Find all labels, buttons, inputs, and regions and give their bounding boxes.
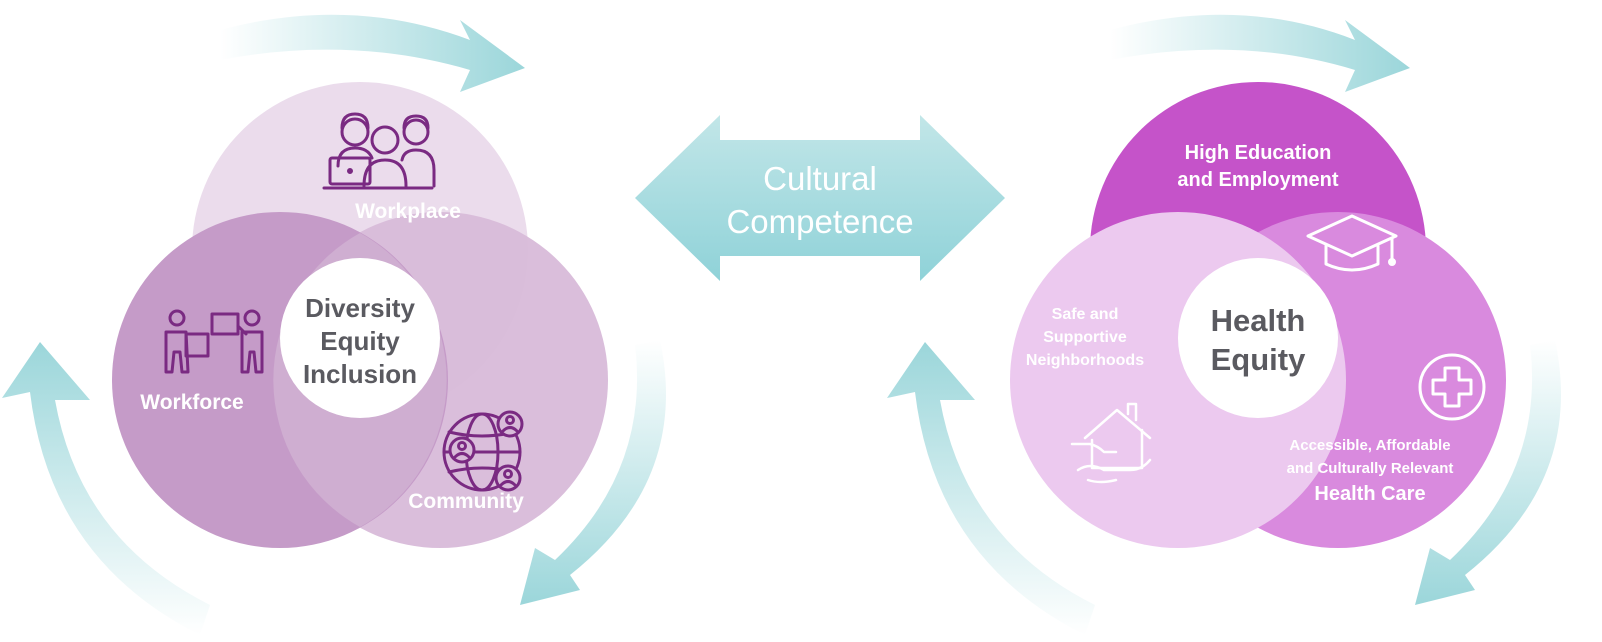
left-bottom-arrow xyxy=(520,340,666,605)
dei-center-circle xyxy=(280,258,440,418)
community-label: Community xyxy=(408,490,524,513)
education-line2: and Employment xyxy=(1177,169,1338,191)
health-equity-line2: Equity xyxy=(1211,342,1306,377)
cultural-competence-arrow: Cultural Competence xyxy=(635,115,1005,281)
left-cycle-arrows xyxy=(2,14,666,635)
workforce-label: Workforce xyxy=(140,391,243,414)
right-side-arrow xyxy=(887,342,1095,635)
left-top-arrow xyxy=(220,14,525,92)
health-equity-line1: Health xyxy=(1211,303,1306,338)
double-arrow-shape xyxy=(635,115,1005,281)
right-top-arrow xyxy=(1110,14,1410,92)
dei-line2: Equity xyxy=(320,326,400,356)
neighborhood-line3: Neighborhoods xyxy=(1026,352,1144,369)
healthcare-line3: Health Care xyxy=(1314,483,1425,505)
graduation-cap-icon xyxy=(1306,214,1398,272)
dei-line3: Inclusion xyxy=(303,359,417,389)
people-exchange-icon xyxy=(164,309,264,374)
middle-line1: Cultural xyxy=(763,160,877,197)
right-venn: Health Equity High Education and Employm… xyxy=(1010,82,1506,548)
people-laptop-icon xyxy=(322,112,436,190)
right-cycle-arrows xyxy=(887,14,1561,635)
workplace-label: Workplace xyxy=(355,200,461,223)
middle-line2: Competence xyxy=(726,203,913,240)
globe-people-icon xyxy=(442,410,524,492)
dei-line1: Diversity xyxy=(305,293,415,323)
medical-cross-icon xyxy=(1418,353,1486,421)
healthcare-line2: and Culturally Relevant xyxy=(1287,460,1454,477)
education-line1: High Education xyxy=(1185,142,1332,164)
right-bottom-arrow xyxy=(1415,340,1561,605)
left-venn: Diversity Equity Inclusion Workplace Wor… xyxy=(112,82,608,548)
neighborhood-line2: Supportive xyxy=(1043,329,1127,346)
left-side-arrow xyxy=(2,342,210,635)
healthcare-line1: Accessible, Affordable xyxy=(1289,437,1450,454)
house-hand-icon xyxy=(1070,402,1152,484)
health-equity-center-circle xyxy=(1178,258,1338,418)
neighborhood-line1: Safe and xyxy=(1052,306,1119,323)
